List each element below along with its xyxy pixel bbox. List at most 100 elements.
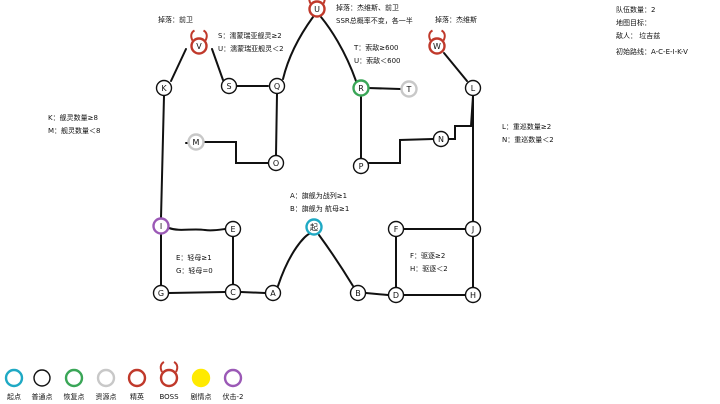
legend-label: 起点 — [7, 393, 21, 401]
node-circle-icon — [428, 37, 446, 55]
node-g: G — [152, 284, 170, 302]
route-edge — [368, 138, 434, 164]
node-circle-icon — [223, 368, 243, 388]
route-edge — [240, 291, 266, 294]
node-circle-icon — [224, 283, 242, 301]
node-label: E — [230, 225, 235, 234]
route-edge — [168, 291, 226, 294]
node-u: U — [308, 0, 326, 18]
legend-label: 普通点 — [32, 392, 53, 401]
node-j: J — [464, 220, 482, 238]
node-circle-icon — [152, 217, 170, 235]
node-l: L — [464, 79, 482, 97]
node-label: U — [314, 5, 320, 14]
node-label: B — [355, 289, 361, 298]
legend-label: 资源点 — [96, 392, 117, 401]
node-label: S — [226, 82, 231, 91]
node-circle-icon — [464, 286, 482, 304]
legend-label: BOSS — [159, 393, 179, 401]
node-circle-icon — [352, 79, 370, 97]
node-t: T — [400, 80, 418, 98]
legend-label: 伏击-2 — [223, 392, 244, 401]
node-label: D — [393, 291, 399, 300]
note-drop-v: 掉落：前卫 — [158, 16, 193, 24]
legend-start-icon — [4, 368, 24, 388]
boss-horns-icon — [308, 0, 326, 4]
node-n: N — [432, 130, 450, 148]
route-edge — [170, 48, 187, 82]
node-circle-icon — [190, 37, 208, 55]
node-label: G — [158, 289, 164, 298]
legend-elite-icon — [127, 368, 147, 388]
node-circle-icon — [308, 0, 326, 18]
node-label: C — [230, 288, 236, 297]
node-label: 起 — [310, 223, 318, 232]
node-circle-icon — [33, 369, 51, 387]
node-circle-icon — [387, 286, 405, 304]
legend-label: 精英 — [130, 392, 144, 401]
node-i: I — [152, 217, 170, 235]
node-circle-icon — [387, 220, 405, 238]
node-m: M — [187, 133, 205, 151]
node-label: A — [270, 289, 276, 298]
node-c: C — [224, 283, 242, 301]
node-q: Q — [268, 77, 286, 95]
node-circle-icon — [268, 77, 286, 95]
route-edge — [365, 292, 389, 296]
route-edge — [160, 95, 165, 219]
route-edge — [282, 16, 314, 80]
node-circle-icon — [224, 220, 242, 238]
node-label: T — [406, 85, 412, 94]
node-circle-icon — [264, 284, 282, 302]
node-circle-icon — [127, 368, 147, 388]
node-label: L — [471, 84, 476, 93]
legend-normal-icon — [33, 369, 51, 387]
legend-resource-icon — [96, 368, 116, 388]
legend-repair-icon — [64, 368, 84, 388]
boss-horns-icon — [428, 29, 446, 41]
node-circle-icon — [96, 368, 116, 388]
route-edge — [443, 52, 468, 82]
node-circle-icon — [432, 130, 450, 148]
node-label: R — [358, 84, 364, 93]
node-circle-icon — [349, 284, 367, 302]
legend-boss-icon — [159, 361, 179, 388]
node-e: E — [224, 220, 242, 238]
node-a: A — [264, 284, 282, 302]
node-f: F — [387, 220, 405, 238]
node-label: P — [359, 162, 364, 171]
node-circle-icon — [464, 220, 482, 238]
node-circle-icon — [267, 154, 285, 172]
node-v: V — [190, 29, 208, 55]
node-circle-icon — [305, 218, 323, 236]
map-info: 队伍数量：2 地图目标： 敌人： 垃吉兹 初始路线：A-C-E-I-K-V — [616, 6, 688, 56]
route-edge — [211, 48, 224, 81]
node-label: Q — [274, 82, 280, 91]
legend-label: 剧情点 — [191, 392, 212, 401]
node-label: O — [273, 159, 279, 168]
node-label: W — [433, 42, 441, 51]
node-d: D — [387, 286, 405, 304]
node-circle-icon — [152, 284, 170, 302]
route-edge — [275, 93, 278, 156]
boss-horns-icon — [190, 29, 208, 41]
node-r: R — [352, 79, 370, 97]
node-circle-icon — [159, 368, 179, 388]
node-o: O — [267, 154, 285, 172]
node-label: I — [160, 222, 162, 231]
node-circle-icon — [155, 79, 173, 97]
node-label: J — [471, 225, 474, 234]
node-w: W — [428, 29, 446, 55]
route-edge — [367, 87, 401, 90]
node-circle-icon — [400, 80, 418, 98]
node-label: H — [470, 291, 476, 300]
node-start: 起 — [305, 218, 323, 236]
